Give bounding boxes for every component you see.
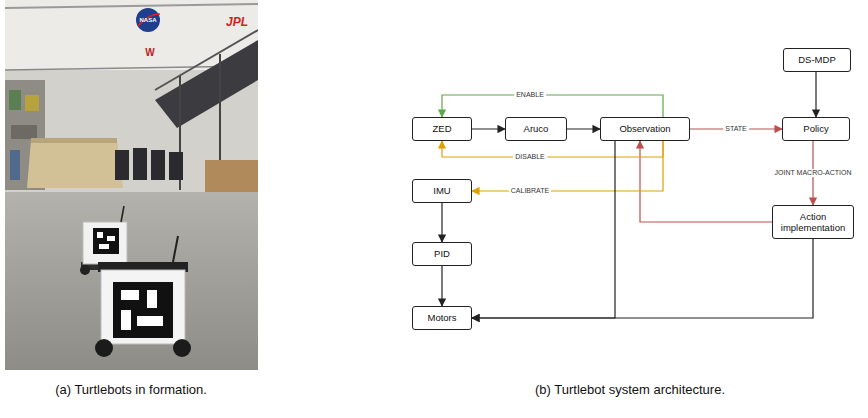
node-text: DS-MDP <box>798 54 835 65</box>
antenna <box>121 206 124 222</box>
chair <box>133 148 147 180</box>
wall <box>5 0 258 200</box>
chair <box>151 150 165 180</box>
aruco-cell <box>137 316 163 326</box>
aruco-cell <box>147 290 157 308</box>
table-top <box>31 138 117 143</box>
connector <box>640 141 772 222</box>
aruco-cell <box>107 236 115 241</box>
staircase <box>155 40 258 128</box>
aruco-marker <box>93 228 119 254</box>
table-cloth <box>27 140 123 188</box>
connector <box>441 203 442 242</box>
sign-letter: W <box>145 47 154 58</box>
aruco-cell <box>121 290 139 300</box>
antenna <box>173 236 178 262</box>
beam <box>5 4 258 8</box>
robot-body <box>83 222 127 264</box>
process-box: ZED <box>412 117 472 141</box>
node-text: Aruco <box>524 123 549 134</box>
wheel <box>173 339 191 357</box>
stair-rail <box>155 30 258 90</box>
node-text: Motors <box>427 312 456 323</box>
aruco-cell <box>99 244 109 249</box>
aruco-marker <box>113 282 173 338</box>
lab-photo <box>5 0 258 370</box>
node-text: ZED <box>433 123 452 134</box>
edge-label: ENABLE <box>514 91 546 99</box>
edge-label: CALIBRATE <box>509 187 551 195</box>
node-text: Action implementation <box>778 211 848 234</box>
connector <box>472 239 813 318</box>
connector <box>472 141 615 318</box>
aruco-cell <box>121 310 131 330</box>
pallet <box>205 160 258 192</box>
connector <box>815 72 816 117</box>
nasa-logo <box>136 8 160 32</box>
floor <box>5 192 258 370</box>
robot-body <box>101 270 185 344</box>
chair <box>169 152 183 180</box>
shelf-item <box>10 150 20 180</box>
wheel <box>80 265 90 275</box>
process-box: Observation <box>600 117 690 141</box>
connector <box>472 141 663 191</box>
process-box: Policy <box>782 117 850 141</box>
process-box: Motors <box>412 306 472 330</box>
edge-label: STATE <box>723 125 749 133</box>
node-text: Policy <box>803 123 828 134</box>
connector <box>472 128 505 129</box>
connector <box>442 95 663 117</box>
subfigure-caption: (a) Turtlebots in formation. <box>55 382 207 397</box>
connector <box>441 266 442 306</box>
connector <box>567 128 600 129</box>
subfigure-caption: (b) Turtlebot system architecture. <box>535 382 725 397</box>
process-box: DS-MDP <box>783 48 851 72</box>
edge-label: JOINT MACRO-ACTION <box>773 169 854 177</box>
node-text: IMU <box>433 185 450 196</box>
process-box: PID <box>412 242 472 266</box>
connector <box>442 141 663 157</box>
shelf-item <box>9 90 21 110</box>
node-text: PID <box>434 248 450 259</box>
shelf-item <box>11 125 37 139</box>
process-box: Aruco <box>505 117 567 141</box>
process-box: IMU <box>412 179 472 203</box>
chair <box>115 150 129 180</box>
aruco-cell <box>97 232 103 238</box>
wheel <box>95 339 113 357</box>
nasa-swoosh <box>138 14 160 26</box>
shelf-item <box>25 95 39 111</box>
logo-text: JPL <box>226 15 248 29</box>
action-box: Action implementation <box>772 205 854 239</box>
node-text: Observation <box>619 123 670 134</box>
edge-label: DISABLE <box>513 153 547 161</box>
logo-text: NASA <box>139 17 156 23</box>
